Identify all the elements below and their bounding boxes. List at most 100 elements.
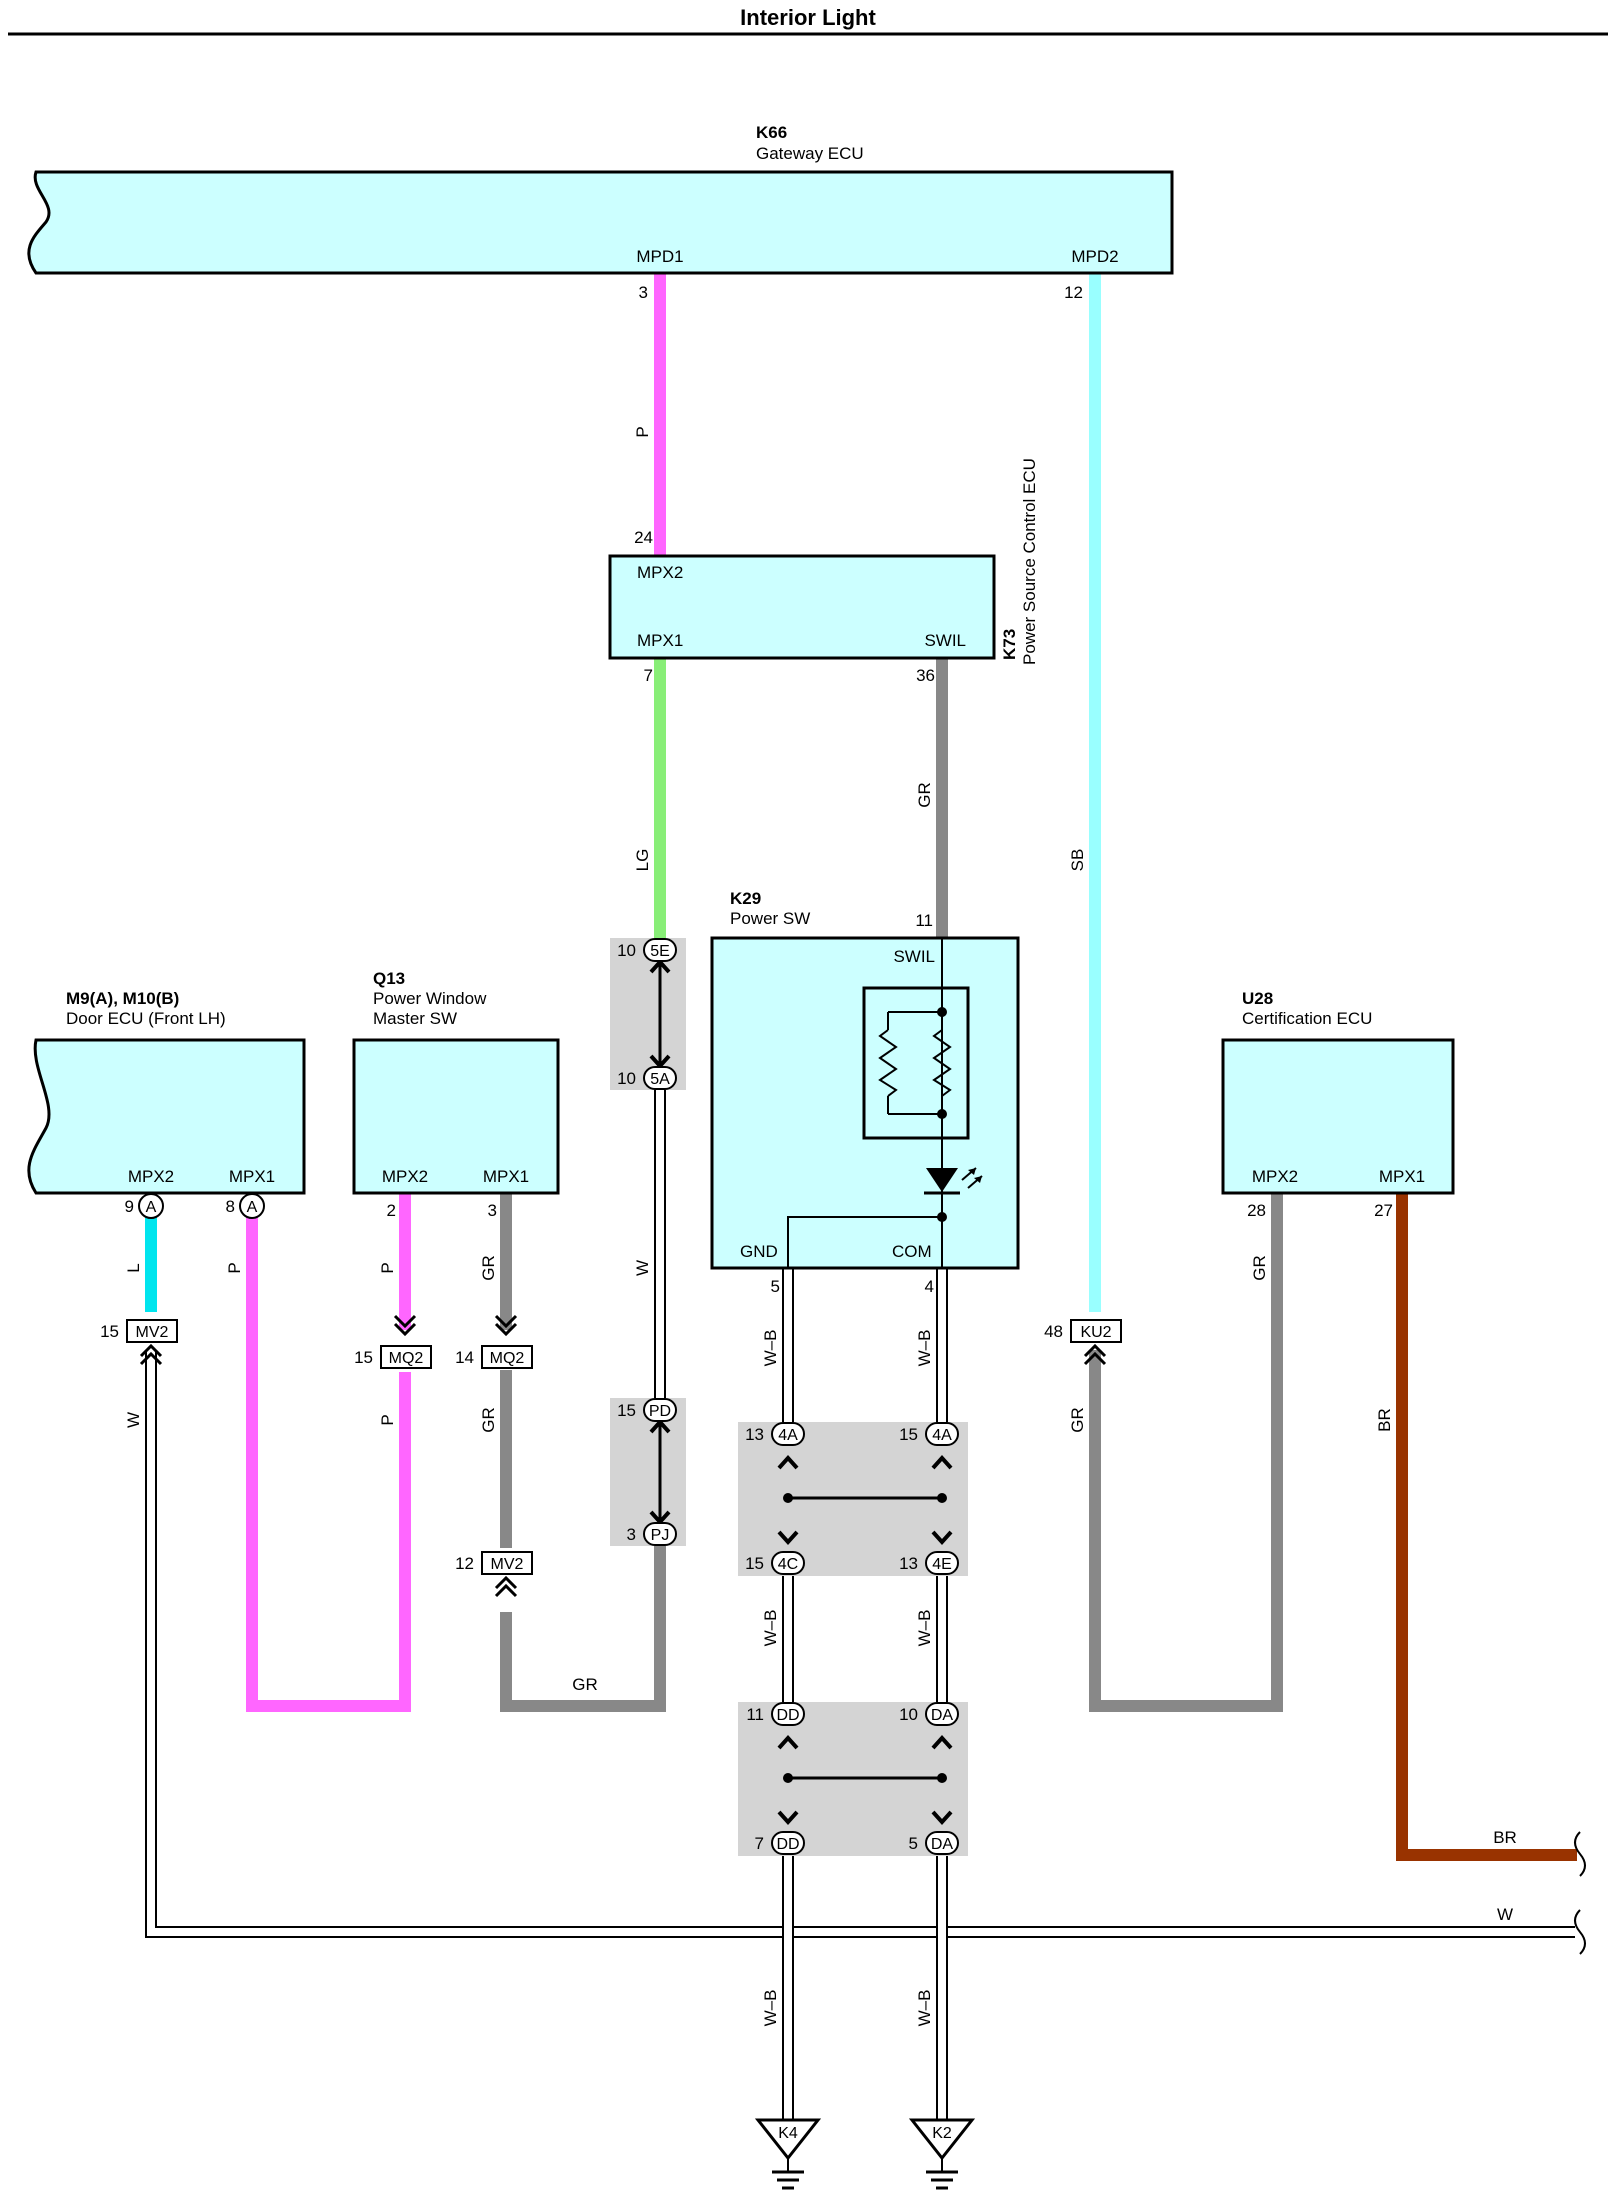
wire-label-wb: W–B bbox=[915, 1990, 934, 2027]
led-ray-head bbox=[974, 1176, 982, 1183]
wires bbox=[145, 273, 1577, 2120]
internal-line bbox=[787, 1216, 942, 1268]
connector-code: PJ bbox=[651, 1527, 670, 1544]
power-source-control-ecu: MPX2 MPX1 SWIL 24 7 36 K73 Power Source … bbox=[608, 458, 1039, 685]
connector-pin: 15 bbox=[354, 1348, 373, 1367]
wire-label-br: BR bbox=[1375, 1408, 1394, 1432]
connector-code: 4E bbox=[932, 1556, 952, 1573]
component-id: M9(A), M10(B) bbox=[66, 989, 179, 1008]
wire-label-gr: GR bbox=[572, 1675, 598, 1694]
connector-pj bbox=[643, 1522, 677, 1546]
wire-label-p: P bbox=[378, 1414, 397, 1425]
connector-mq2 bbox=[380, 1345, 432, 1369]
pin-number: 8 bbox=[226, 1197, 235, 1216]
pin-number: 36 bbox=[916, 666, 935, 685]
led-ray-head bbox=[968, 1168, 976, 1175]
junction-dot bbox=[783, 1773, 793, 1783]
page-title: Interior Light bbox=[740, 5, 876, 30]
connector-dd bbox=[771, 1831, 805, 1855]
pin-label: MPX1 bbox=[483, 1167, 529, 1186]
arrow-down-icon bbox=[931, 1530, 953, 1545]
pin-label: MPX2 bbox=[637, 563, 683, 582]
power-window-master-switch: Q13 Power Window Master SW MPX2 MPX1 2 3 bbox=[352, 969, 560, 1220]
component-name: Master SW bbox=[373, 1009, 457, 1028]
wire-label-p: P bbox=[378, 1262, 397, 1273]
connector-code: PD bbox=[649, 1403, 671, 1420]
arrow-down-icon bbox=[777, 1530, 799, 1545]
plug-chevron-icon bbox=[494, 1575, 518, 1598]
wire-label-sb: SB bbox=[1068, 849, 1087, 872]
pin-label: COM bbox=[892, 1242, 932, 1261]
certification-ecu: U28 Certification ECU MPX2 MPX1 28 27 bbox=[1221, 989, 1455, 1220]
pin-number: 2 bbox=[387, 1201, 396, 1220]
pin-number: 4 bbox=[925, 1277, 934, 1296]
junction-dot bbox=[937, 1007, 947, 1017]
pin-label: MPX2 bbox=[1252, 1167, 1298, 1186]
pin-label: SWIL bbox=[893, 947, 935, 966]
power-switch: K29 Power SW 11 SWIL GND COM 5 4 bbox=[710, 889, 1020, 1296]
certification-ecu-box bbox=[1221, 1038, 1455, 1195]
ground-point-icon bbox=[754, 2118, 822, 2161]
pin-number: 12 bbox=[1064, 283, 1083, 302]
ground-code: K4 bbox=[778, 2125, 798, 2142]
pin-number: 28 bbox=[1247, 1201, 1266, 1220]
plug-chevron-icon bbox=[494, 1314, 518, 1337]
component-name: Gateway ECU bbox=[756, 144, 864, 163]
wire-label-wb: W–B bbox=[761, 1610, 780, 1647]
connector-pin: 14 bbox=[455, 1348, 474, 1367]
wire-label-lg: LG bbox=[633, 849, 652, 872]
connector-pin: 15 bbox=[617, 1401, 636, 1420]
connector-pin: 13 bbox=[745, 1425, 764, 1444]
connector-code: 5A bbox=[650, 1071, 670, 1088]
connector-code: 4C bbox=[778, 1556, 798, 1573]
pin-label: MPX1 bbox=[229, 1167, 275, 1186]
pin-number: 7 bbox=[644, 666, 653, 685]
wire-label-w: W bbox=[124, 1412, 143, 1428]
connector-4a bbox=[771, 1422, 805, 1446]
component-name: Power Window bbox=[373, 989, 487, 1008]
junction-connector-5e-5a bbox=[610, 938, 686, 1090]
connector-pin: 15 bbox=[745, 1554, 764, 1573]
component-id: U28 bbox=[1242, 989, 1273, 1008]
wire-label-p: P bbox=[633, 426, 652, 437]
connector-code: 4A bbox=[778, 1427, 798, 1444]
connector-pin: 10 bbox=[617, 941, 636, 960]
junction-connector-pd-pj bbox=[610, 1398, 686, 1546]
pin-number: 5 bbox=[771, 1277, 780, 1296]
connector-ku2 bbox=[1070, 1319, 1122, 1343]
connector-pin: 48 bbox=[1044, 1322, 1063, 1341]
pin-label: MPX2 bbox=[128, 1167, 174, 1186]
plug-chevron-icon bbox=[1083, 1343, 1107, 1366]
component-id: K29 bbox=[730, 889, 761, 908]
connector-pin: 10 bbox=[899, 1705, 918, 1724]
break-symbol-w bbox=[1574, 1909, 1586, 1955]
connector-pin: 11 bbox=[746, 1705, 764, 1724]
wire-label-w: W bbox=[633, 1260, 652, 1276]
connector-pin: 3 bbox=[627, 1525, 636, 1544]
component-id: Q13 bbox=[373, 969, 405, 988]
connector-code: KU2 bbox=[1080, 1324, 1111, 1341]
pin-letter: A bbox=[247, 1199, 258, 1216]
wire-label-br: BR bbox=[1493, 1828, 1517, 1847]
plug-chevron-icon bbox=[393, 1314, 417, 1337]
wire-label-l: L bbox=[124, 1263, 143, 1272]
pin-number: 27 bbox=[1374, 1201, 1393, 1220]
pin-number: 24 bbox=[634, 528, 653, 547]
connector-tag bbox=[138, 1193, 164, 1219]
connector-code: DD bbox=[776, 1836, 799, 1853]
connector-pin: 12 bbox=[455, 1554, 474, 1573]
connector-pd bbox=[643, 1398, 677, 1422]
pin-label: MPD1 bbox=[636, 247, 683, 266]
pin-number: 11 bbox=[915, 911, 933, 930]
wire-label-gr: GR bbox=[915, 782, 934, 808]
door-ecu-box bbox=[27, 1038, 306, 1195]
component-id: K66 bbox=[756, 123, 787, 142]
wire-label-gr: GR bbox=[1068, 1407, 1087, 1433]
pin-label: MPD2 bbox=[1071, 247, 1118, 266]
connector-pin: 15 bbox=[899, 1425, 918, 1444]
connector-dd bbox=[771, 1702, 805, 1726]
resistor-icon bbox=[878, 1029, 898, 1097]
gateway-ecu: K66 Gateway ECU MPD1 MPD2 3 12 bbox=[27, 123, 1174, 302]
connector-4a bbox=[925, 1422, 959, 1446]
component-name: Certification ECU bbox=[1242, 1009, 1372, 1028]
